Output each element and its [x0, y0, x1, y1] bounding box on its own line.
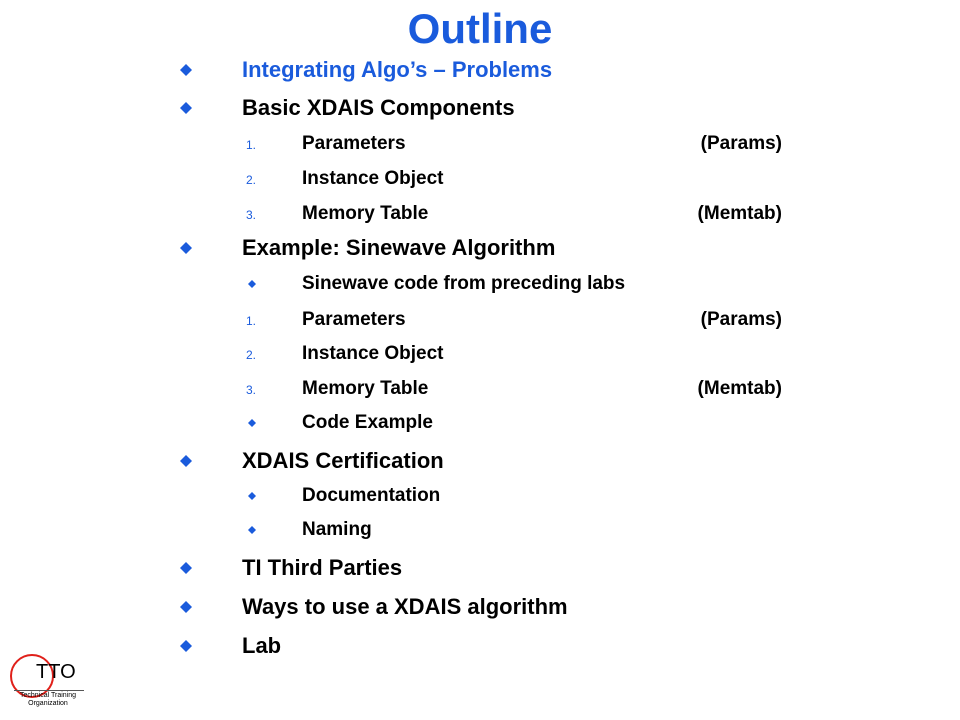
- outline-subitem-label: Documentation: [302, 485, 441, 506]
- diamond-bullet-icon: [180, 562, 192, 574]
- diamond-bullet-icon: [180, 601, 192, 613]
- outline-item-label: Lab: [242, 633, 282, 658]
- logo-caption-line1: Technical Training: [19, 692, 77, 699]
- diamond-bullet-icon: [180, 64, 192, 76]
- outline-subitem-abbrev: (Params): [700, 309, 782, 330]
- outline-item-label: TI Third Parties: [242, 555, 403, 580]
- outline-subitem-label: Parameters: [302, 309, 406, 330]
- diamond-bullet-icon: [180, 242, 192, 254]
- tto-logo: TTO Technical Training Organization: [0, 648, 96, 720]
- outline-item-label: Integrating Algo’s – Problems: [242, 57, 553, 82]
- item-number: 1.: [246, 314, 257, 328]
- diamond-bullet-icon: [180, 102, 192, 114]
- logo-divider: [14, 690, 84, 691]
- diamond-bullet-icon: [248, 492, 256, 500]
- outline-subitem-label: Instance Object: [302, 168, 444, 189]
- outline-item-label: Basic XDAIS Components: [242, 95, 515, 120]
- outline-subitem-label: Memory Table: [302, 378, 429, 399]
- outline-subitem-label: Memory Table: [302, 203, 429, 224]
- diamond-bullet-icon: [180, 455, 192, 467]
- outline-item-label: XDAIS Certification: [242, 448, 444, 473]
- outline-subitem-label: Code Example: [302, 412, 433, 433]
- slide-title: Outline: [407, 5, 553, 52]
- logo-letters: TTO: [36, 661, 76, 683]
- item-number: 1.: [246, 138, 257, 152]
- outline-item-label: Ways to use a XDAIS algorithm: [242, 594, 568, 619]
- diamond-bullet-icon: [248, 526, 256, 534]
- diamond-bullet-icon: [180, 640, 192, 652]
- outline-subitem-label: Parameters: [302, 133, 406, 154]
- logo-caption: Technical Training Organization: [6, 692, 90, 708]
- item-number: 2.: [246, 348, 257, 362]
- outline-subitem-label: Sinewave code from preceding labs: [302, 273, 626, 294]
- outline-subitem-label: Naming: [302, 519, 372, 540]
- outline-subitem-abbrev: (Params): [700, 133, 782, 154]
- item-number: 3.: [246, 383, 257, 397]
- diamond-bullet-icon: [248, 280, 256, 288]
- outline-item-label: Example: Sinewave Algorithm: [242, 235, 556, 260]
- logo-caption-line2: Organization: [28, 700, 68, 707]
- outline-subitem-label: Instance Object: [302, 343, 444, 364]
- diamond-bullet-icon: [248, 419, 256, 427]
- logo-ring-icon: [10, 654, 54, 698]
- outline-subitem-abbrev: (Memtab): [697, 203, 782, 224]
- outline-subitem-abbrev: (Memtab): [697, 378, 782, 399]
- item-number: 2.: [246, 173, 257, 187]
- item-number: 3.: [246, 208, 257, 222]
